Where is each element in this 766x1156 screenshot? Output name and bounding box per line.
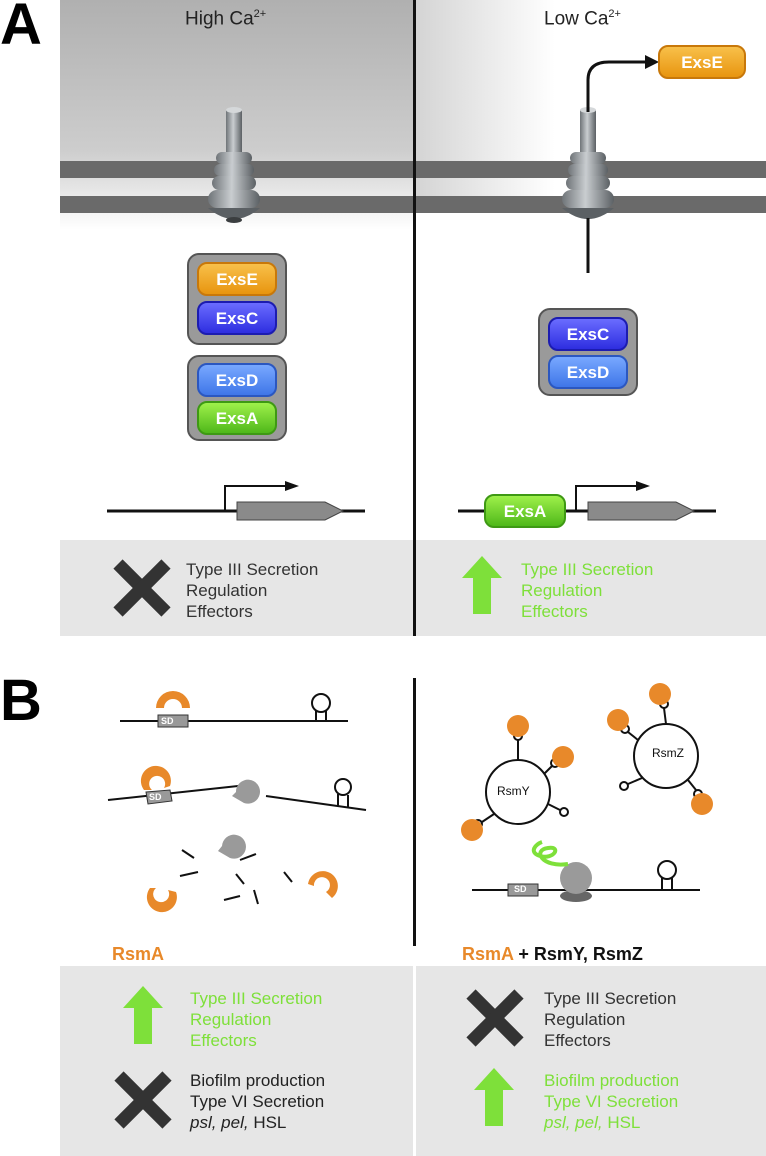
panel-b-left-outcome-2: Biofilm production Type VI Secretion psl… (190, 1071, 326, 1132)
sd-label-1: SD (161, 716, 174, 726)
rsmy-label: RsmY (497, 784, 530, 798)
x-icon (114, 1071, 172, 1129)
panel-b-left-outcome-1: Type III Secretion Regulation Effectors (190, 989, 323, 1050)
panel-b-letter: B (0, 668, 42, 733)
exsa-bound-promoter: ExsA (484, 494, 566, 528)
panel-b-right-outcome-1: Type III Secretion Regulation Effectors (544, 989, 677, 1050)
x-icon (113, 559, 171, 617)
panel-b-divider (413, 678, 416, 946)
panel-a-left-outcome-text: Type III Secretion Regulation Effectors (186, 560, 319, 621)
mrna-ribosome-blocked (107, 765, 367, 811)
exsd-protein: ExsD (197, 363, 277, 397)
secretion-apparatus-left (208, 107, 260, 223)
up-arrow-icon (462, 556, 502, 614)
rsmy-rsmz-text: + RsmY, RsmZ (513, 944, 643, 964)
rsmz-label: RsmZ (652, 746, 684, 760)
exsd-protein-right: ExsD (548, 355, 628, 389)
rsma-caption-left: RsmA (112, 944, 165, 964)
sd-label-2: SD (149, 792, 162, 802)
exsc-protein: ExsC (197, 301, 277, 335)
rsma-caption-right: RsmA + RsmY, RsmZ (462, 944, 643, 965)
mrna-degraded (146, 834, 338, 913)
mrna-rsma-bound (120, 691, 348, 728)
x-icon (466, 989, 524, 1047)
gene-promoter-left (107, 481, 365, 521)
panel-a-divider (413, 0, 416, 636)
sd-label-3: SD (514, 884, 527, 894)
panel-a-left-outcome-box (60, 540, 413, 636)
secretion-apparatus-right (562, 107, 614, 273)
exsa-protein: ExsA (197, 401, 277, 435)
exsc-protein-right: ExsC (548, 317, 628, 351)
exse-protein: ExsE (197, 262, 277, 296)
up-arrow-icon (474, 1068, 514, 1126)
panel-b-left-outcome-box (60, 966, 413, 1156)
exse-secreted: ExsE (658, 45, 746, 79)
panel-a-right-outcome-text: Type III Secretion Regulation Effectors (521, 560, 654, 621)
low-ca-header: Low Ca2+ (544, 8, 621, 30)
panel-b-right-outcome-2: Biofilm production Type VI Secretion psl… (544, 1071, 680, 1132)
panel-a-letter: A (0, 0, 42, 57)
rsmy-srna (461, 715, 574, 841)
rsmz-srna (607, 683, 713, 815)
mrna-translated (472, 840, 700, 902)
high-ca-header: High Ca2+ (185, 8, 267, 30)
exse-export-arrow (586, 55, 659, 112)
up-arrow-icon (123, 986, 163, 1044)
rsma-text: RsmA (462, 944, 514, 964)
